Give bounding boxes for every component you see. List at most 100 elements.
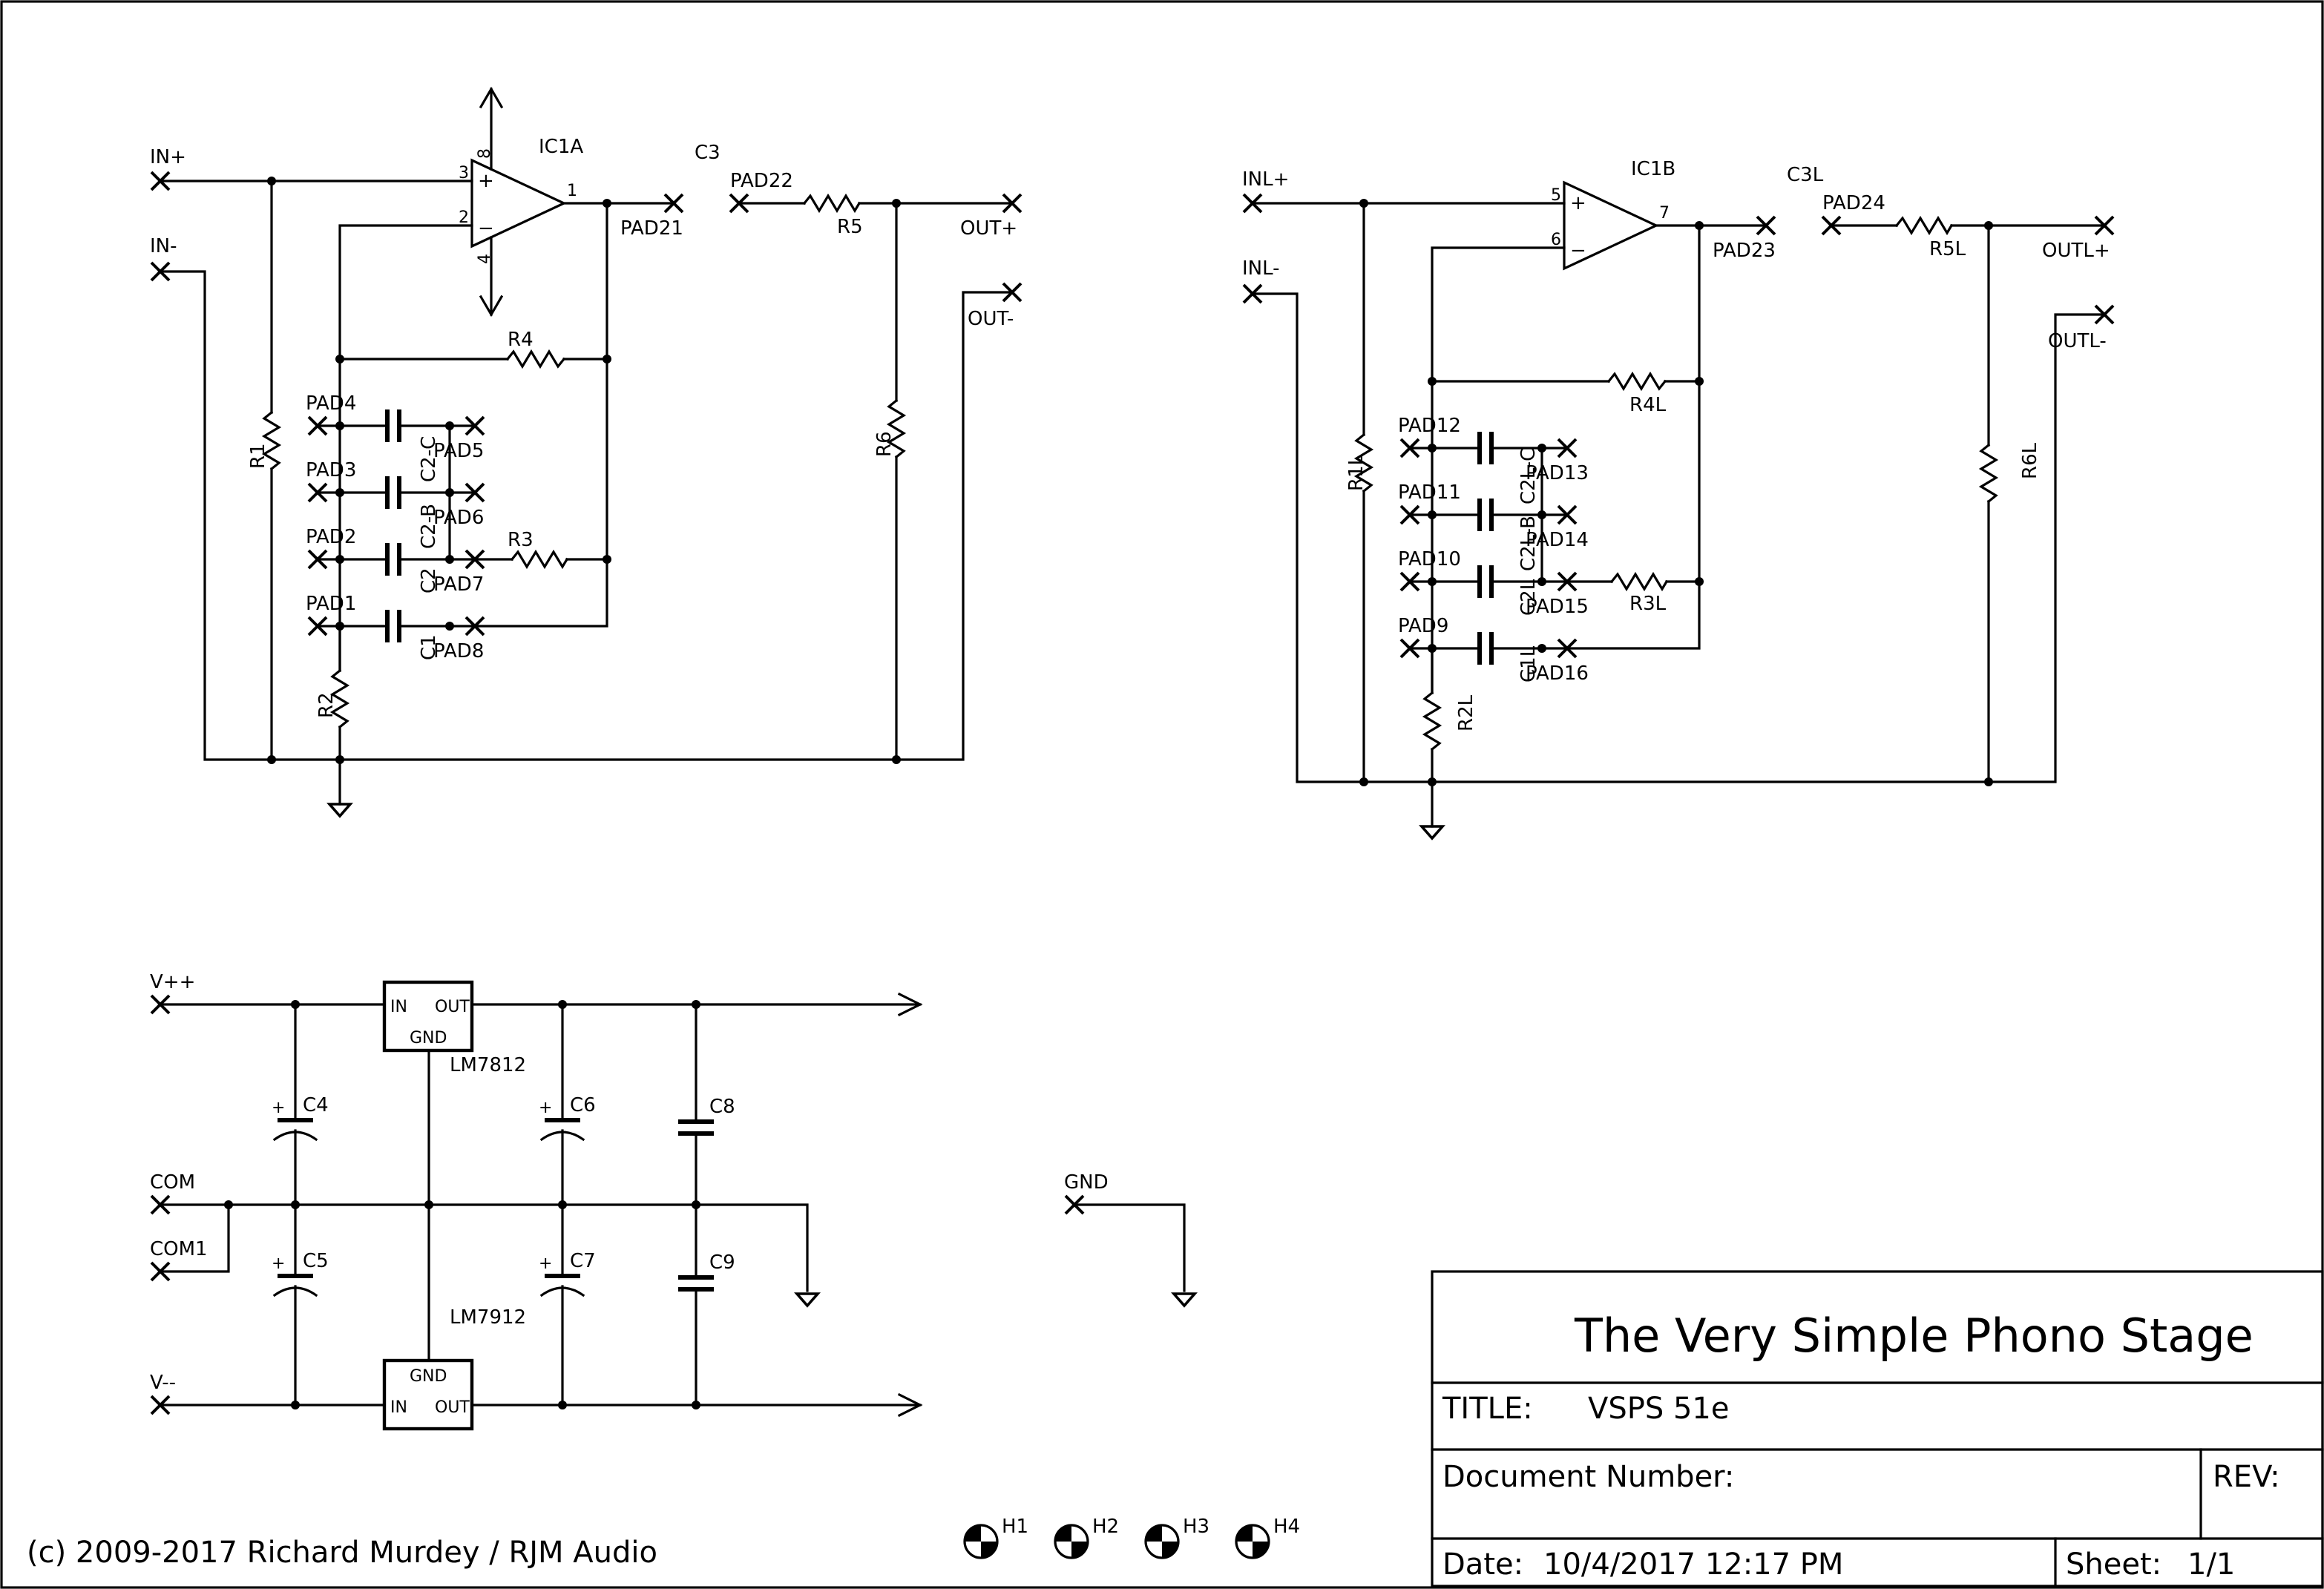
svg-text:3: 3 bbox=[459, 164, 469, 182]
hole-h3 bbox=[1144, 1524, 1180, 1559]
r1-label: R1 bbox=[247, 443, 269, 469]
svg-text:Date:: Date: bbox=[1442, 1547, 1523, 1582]
svg-text:OUT: OUT bbox=[435, 1398, 470, 1417]
svg-text:R2: R2 bbox=[315, 692, 338, 718]
hole-h1 bbox=[963, 1524, 999, 1559]
svg-text:PAD1: PAD1 bbox=[306, 593, 356, 615]
opamp-label: IC1A bbox=[539, 136, 583, 158]
svg-text:C2: C2 bbox=[418, 568, 440, 593]
svg-text:R6: R6 bbox=[873, 431, 896, 457]
svg-text:IN: IN bbox=[390, 1398, 407, 1417]
svg-text:GND: GND bbox=[410, 1029, 447, 1047]
svg-text:R6L: R6L bbox=[2019, 442, 2041, 479]
svg-text:PAD5: PAD5 bbox=[433, 440, 484, 462]
svg-text:1: 1 bbox=[567, 182, 577, 200]
svg-text:H4: H4 bbox=[1273, 1516, 1300, 1538]
power-supply: V++ IN OUT GND LM7812 COM COM1 V-- bbox=[150, 971, 1196, 1431]
svg-text:+: + bbox=[539, 1254, 552, 1273]
svg-text:COM: COM bbox=[150, 1171, 195, 1194]
svg-text:V++: V++ bbox=[150, 971, 195, 993]
svg-text:PAD21: PAD21 bbox=[620, 217, 683, 240]
title-heading: The Very Simple Phono Stage bbox=[1574, 1309, 2254, 1363]
svg-text:PAD2: PAD2 bbox=[306, 526, 356, 548]
svg-text:5: 5 bbox=[1551, 186, 1561, 205]
svg-text:C1L: C1L bbox=[1517, 645, 1540, 682]
svg-text:PAD23: PAD23 bbox=[1713, 240, 1776, 262]
svg-text:PAD16: PAD16 bbox=[1526, 662, 1589, 685]
svg-text:PAD24: PAD24 bbox=[1822, 192, 1885, 214]
left-channel: + − IC1A 8 4 3 2 1 IN+ IN- OUT- R1 bbox=[150, 86, 1023, 817]
svg-text:H1: H1 bbox=[1002, 1516, 1028, 1538]
svg-text:PAD6: PAD6 bbox=[433, 507, 484, 529]
svg-text:IN: IN bbox=[390, 998, 407, 1016]
svg-text:8: 8 bbox=[476, 148, 494, 159]
mounting-holes: H1 H2 H3 H4 bbox=[963, 1516, 1300, 1559]
svg-text:+: + bbox=[539, 1099, 552, 1117]
port-in-minus: IN- bbox=[150, 235, 177, 257]
svg-text:C2-B: C2-B bbox=[418, 504, 440, 549]
svg-text:+: + bbox=[478, 170, 494, 192]
svg-text:OUTL-: OUTL- bbox=[2048, 330, 2107, 352]
opamp-ic1a bbox=[470, 158, 567, 249]
svg-text:6: 6 bbox=[1551, 231, 1561, 249]
svg-text:+: + bbox=[1570, 192, 1586, 214]
svg-text:V--: V-- bbox=[150, 1372, 176, 1394]
svg-text:GND: GND bbox=[1064, 1171, 1109, 1194]
svg-text:LM7812: LM7812 bbox=[450, 1054, 526, 1076]
svg-text:PAD22: PAD22 bbox=[730, 170, 793, 192]
svg-text:C8: C8 bbox=[709, 1096, 735, 1118]
svg-text:PAD11: PAD11 bbox=[1398, 481, 1461, 504]
svg-text:H3: H3 bbox=[1183, 1516, 1209, 1538]
svg-text:R1L: R1L bbox=[1345, 454, 1368, 491]
reg-lm7912 bbox=[382, 1358, 474, 1431]
hole-h2 bbox=[1054, 1524, 1089, 1559]
svg-text:PAD8: PAD8 bbox=[433, 640, 484, 662]
svg-text:R3: R3 bbox=[508, 529, 534, 551]
svg-text:OUTL+: OUTL+ bbox=[2042, 240, 2110, 262]
svg-text:PAD15: PAD15 bbox=[1526, 596, 1589, 618]
svg-text:C5: C5 bbox=[303, 1250, 329, 1272]
svg-text:R5: R5 bbox=[837, 216, 863, 238]
svg-text:R3L: R3L bbox=[1629, 593, 1667, 615]
svg-text:IC1B: IC1B bbox=[1631, 158, 1675, 180]
sheet-value: 1/1 bbox=[2187, 1547, 2235, 1582]
right-channel: + − IC1B 5 6 7 INL+ INL- OUTL- R1L R4L P… bbox=[1242, 158, 2115, 840]
svg-text:C2L-B: C2L-B bbox=[1517, 516, 1540, 571]
svg-text:INL-: INL- bbox=[1242, 257, 1280, 280]
svg-text:OUT: OUT bbox=[435, 998, 470, 1016]
svg-text:2: 2 bbox=[459, 208, 469, 227]
svg-text:LM7912: LM7912 bbox=[450, 1306, 526, 1329]
svg-text:4: 4 bbox=[476, 254, 494, 264]
port-out-minus: OUT- bbox=[968, 308, 1014, 330]
title-block: The Very Simple Phono Stage TITLE: VSPS … bbox=[1431, 1270, 2324, 1588]
svg-text:+: + bbox=[272, 1099, 285, 1117]
svg-text:C3L: C3L bbox=[1787, 164, 1824, 186]
svg-text:C3: C3 bbox=[695, 142, 720, 164]
title-value: VSPS 51e bbox=[1588, 1392, 1730, 1426]
svg-text:R5L: R5L bbox=[1929, 238, 1966, 260]
svg-text:PAD10: PAD10 bbox=[1398, 548, 1461, 570]
svg-text:C1: C1 bbox=[418, 634, 440, 660]
hole-h4 bbox=[1235, 1524, 1270, 1559]
svg-text:C9: C9 bbox=[709, 1251, 735, 1274]
svg-text:PAD9: PAD9 bbox=[1398, 615, 1448, 637]
opamp-ic1b bbox=[1563, 180, 1659, 271]
svg-text:PAD12: PAD12 bbox=[1398, 415, 1461, 437]
svg-text:INL+: INL+ bbox=[1242, 168, 1289, 191]
svg-text:7: 7 bbox=[1659, 204, 1670, 223]
svg-text:H2: H2 bbox=[1092, 1516, 1119, 1538]
svg-text:PAD13: PAD13 bbox=[1526, 462, 1589, 484]
svg-text:GND: GND bbox=[410, 1367, 447, 1386]
svg-text:Document Number:: Document Number: bbox=[1442, 1460, 1734, 1494]
svg-text:C7: C7 bbox=[570, 1250, 596, 1272]
svg-text:REV:: REV: bbox=[2213, 1460, 2280, 1494]
svg-text:R2L: R2L bbox=[1455, 694, 1477, 731]
svg-text:+: + bbox=[272, 1254, 285, 1273]
svg-text:PAD14: PAD14 bbox=[1526, 529, 1589, 551]
port-out-plus: OUT+ bbox=[960, 217, 1017, 240]
svg-text:C2L-C: C2L-C bbox=[1517, 448, 1540, 504]
svg-text:R4: R4 bbox=[508, 329, 534, 351]
svg-text:TITLE:: TITLE: bbox=[1442, 1392, 1533, 1426]
